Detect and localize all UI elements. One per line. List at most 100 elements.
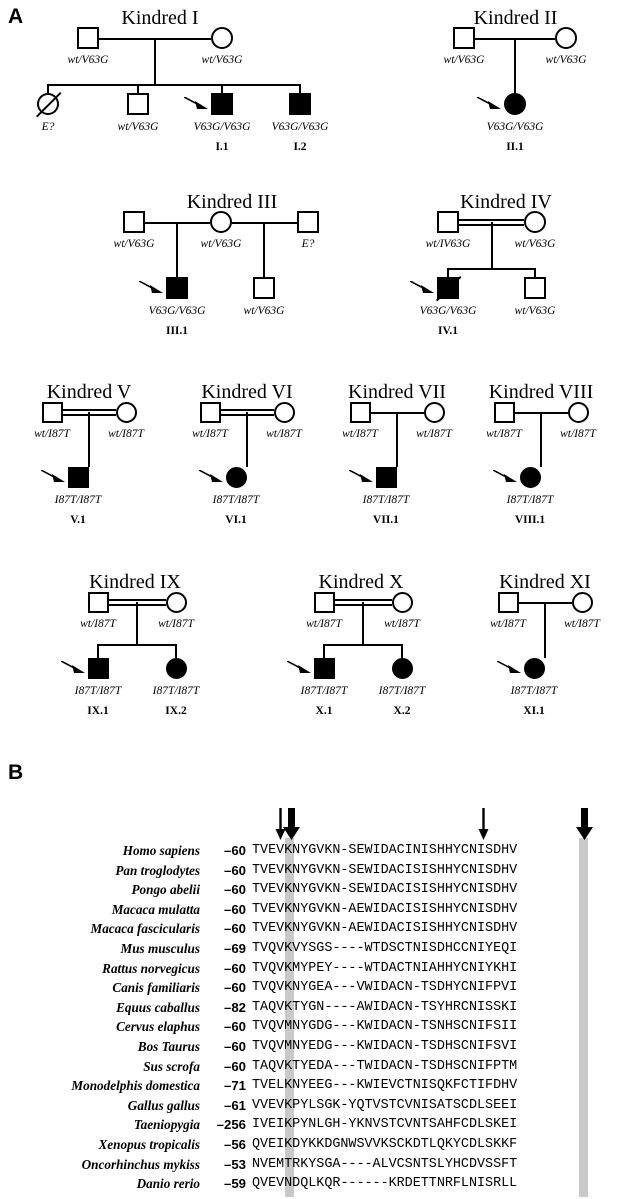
kindred-9-sib-drop-1 <box>97 644 99 658</box>
kindred-2-proband-arrow <box>477 97 501 109</box>
kindred-10-sib-drop-1 <box>323 644 325 658</box>
kindred-5-title: Kindred V <box>46 381 132 403</box>
kindred-4-mother-genotype: wt/V63G <box>514 238 556 250</box>
kindred-9-title: Kindred IX <box>89 571 181 593</box>
kindred-4-descent-line <box>490 222 493 268</box>
species-name-15: Taeniopygia <box>133 1117 200 1133</box>
kindred-1-child-4-symbol <box>289 93 311 115</box>
kindred-11-child-1-genotype: I87T/I87T <box>510 684 558 697</box>
kindred-7-child-1-id: VII.1 <box>373 513 399 526</box>
kindred-1-father-symbol <box>77 27 99 49</box>
sequence-row-4: TVEVKNYGVKN-AEWIDACISISHHYCNISDHV <box>252 901 518 917</box>
sequence-row-16: QVEIKDYKKDGNWSVVKSCKDTLQKYCDLSKKF <box>252 1137 518 1152</box>
sequence-row-13: TVELKNYEEG---KWIEVCTNISQKFCTIFDHV <box>252 1078 518 1094</box>
kindred-1-child-1-genotype: E? <box>41 121 55 133</box>
kindred-7-child-1-genotype: I87T/I87T <box>362 493 410 506</box>
alignment-highlight-2 <box>578 838 588 1197</box>
species-position-7: –60 <box>223 960 246 976</box>
kindred-11-father-genotype: wt/I87T <box>490 617 526 630</box>
kindred-8-child-1-genotype: I87T/I87T <box>506 493 554 506</box>
kindred-11-child-1-id: XI.1 <box>523 704 545 717</box>
kindred-6-title: Kindred VI <box>201 381 293 403</box>
kindred-1-sibship-line <box>48 84 300 86</box>
kindred-10-father-genotype: wt/I87T <box>306 617 342 630</box>
species-name-16: Xenopus tropicalis <box>98 1137 201 1152</box>
kindred-3-child-1-id: III.1 <box>165 325 189 337</box>
species-position-13: –71 <box>223 1078 246 1094</box>
kindred-3-sibship-drop-1 <box>176 222 178 277</box>
species-name-5: Macaca fascicularis <box>90 921 200 937</box>
species-name-10: Cervus elaphus <box>116 1019 200 1035</box>
kindred-8-proband-arrow <box>492 470 517 482</box>
kindred-7-title: Kindred VII <box>348 381 446 403</box>
kindred-10-consanguinity-line-upper <box>334 599 392 601</box>
kindred-6-child-1-id: VI.1 <box>225 513 247 526</box>
kindred-1-child-4-genotype: V63G/V63G <box>271 121 329 133</box>
species-name-9: Equus caballus <box>116 999 200 1015</box>
kindred-4-child-1-id: IV.1 <box>438 325 458 337</box>
kindred-8-title: Kindred VIII <box>488 381 594 403</box>
kindred-8-descent-line <box>540 412 542 467</box>
kindred-9-child-1-genotype: I87T/I87T <box>74 684 122 697</box>
kindred-10-proband-arrow <box>286 661 311 673</box>
kindred-8-father-genotype: wt/I87T <box>486 427 522 440</box>
kindred-4-consanguinity-line-upper <box>459 219 524 221</box>
kindred-7-father-symbol <box>349 401 371 423</box>
kindred-6-father-symbol <box>199 401 221 423</box>
kindred-1-sib-drop-4 <box>299 84 301 93</box>
species-position-4: –60 <box>223 901 246 917</box>
kindred-10-mother-genotype: wt/I87T <box>384 617 420 630</box>
sequence-row-8: TVQVKNYGEA---VWIDACN-TSDHYCNIFPVI <box>252 980 518 996</box>
sequence-row-7: TVQVKMYPEY----WTDACTNIAHHYCNIYKHI <box>252 960 518 976</box>
species-name-3: Pongo abelii <box>131 882 200 898</box>
kindred-7-descent-line <box>396 412 398 467</box>
kindred-6-mother-symbol <box>273 401 295 423</box>
kindred-4-child-2-genotype: wt/V63G <box>514 305 556 317</box>
kindred-6-father-genotype: wt/I87T <box>192 427 228 440</box>
sequence-row-5: TVEVKNYGVKN-AEWIDACISISHHYCNISDHV <box>252 921 518 937</box>
kindred-11-child-1-symbol <box>523 657 545 679</box>
kindred-8-child-1-symbol <box>519 466 541 488</box>
kindred-1-child-4-id: I.2 <box>293 141 307 153</box>
kindred-1-title: Kindred I <box>121 7 199 29</box>
species-name-4: Macaca mulatta <box>111 901 200 917</box>
species-position-10: –60 <box>223 1019 246 1035</box>
kindred-10-descent-line <box>362 602 364 644</box>
kindred-1-child-2-symbol <box>127 93 149 115</box>
species-position-12: –60 <box>223 1058 246 1074</box>
kindred-1-child-3-genotype: V63G/V63G <box>193 121 251 133</box>
kindred-3-second-partner-symbol <box>297 211 319 233</box>
kindred-10-title: Kindred X <box>318 571 404 593</box>
kindred-4-sibship-line <box>448 268 535 270</box>
kindred-4-father-genotype: wt/IV63G <box>425 238 471 250</box>
kindred-1-descent-line <box>154 38 156 84</box>
panel-b-letter: B <box>8 761 24 784</box>
kindred-11-mother-genotype: wt/I87T <box>564 617 600 630</box>
kindred-2-mother-symbol <box>555 27 577 49</box>
kindred-9-proband-arrow <box>60 661 85 673</box>
alignment-arrow-2-thick <box>282 808 300 840</box>
kindred-5-child-1-genotype: I87T/I87T <box>54 493 102 506</box>
species-position-16: –56 <box>223 1137 246 1152</box>
kindred-3-child-2-genotype: wt/V63G <box>243 305 285 317</box>
kindred-7-mother-genotype: wt/I87T <box>416 427 452 440</box>
kindred-5-descent-line <box>88 412 90 467</box>
kindred-9-consanguinity-line-upper <box>108 599 166 601</box>
kindred-8-child-1-id: VIII.1 <box>514 513 546 526</box>
kindred-3-mother-genotype: wt/V63G <box>200 238 242 250</box>
species-position-11: –60 <box>223 1039 246 1054</box>
species-name-8: Canis familiaris <box>112 980 200 996</box>
sequence-row-2: TVEVKNYGVKN-SEWIDACISISHHYCNISDHV <box>252 862 518 878</box>
sequence-row-12: TAQVKTYEDA---TWIDACN-TSDHSCNIFPTM <box>252 1058 518 1074</box>
kindred-7-proband-arrow <box>348 470 373 482</box>
kindred-2-mother-genotype: wt/V63G <box>545 54 587 66</box>
kindred-6-descent-line <box>246 412 248 467</box>
kindred-4-sib-drop-2 <box>534 268 536 277</box>
panel-a-pedigrees: Kindred I wt/V63G wt/V63G E? wt/V63G V63G/V63… <box>34 7 622 717</box>
kindred-1-child-3-id: I.1 <box>215 141 229 153</box>
kindred-3-title: Kindred III <box>186 191 278 213</box>
